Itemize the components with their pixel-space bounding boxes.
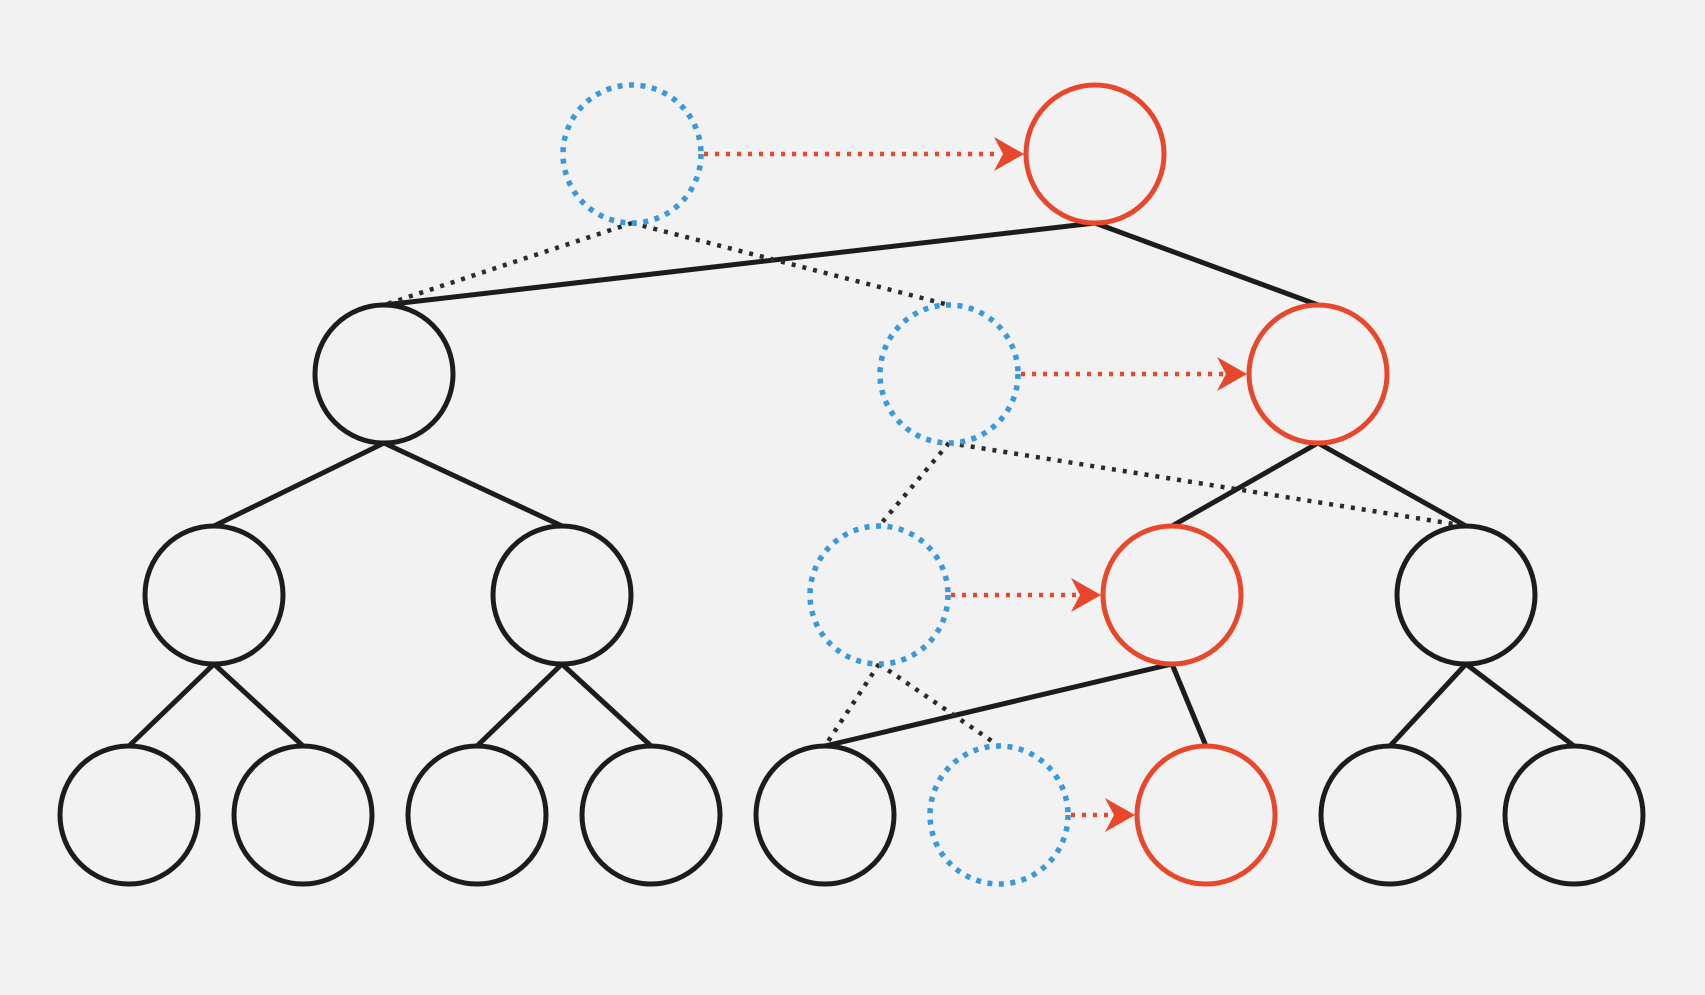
node-new-l2-c — [1100, 523, 1244, 667]
node-new-leaf-6 — [1134, 743, 1278, 887]
tree-edge-l1-left-to-l2-b — [382, 440, 564, 529]
tree-edge-new-l1-right-to-l2-d — [1316, 440, 1468, 529]
tree-edge-l2-b-to-leaf-3 — [475, 662, 564, 748]
node-leaf-1 — [57, 743, 201, 887]
tree-edge-l1-left-to-l2-a — [212, 440, 386, 529]
node-l2-a — [142, 523, 286, 667]
node-leaf-3 — [405, 743, 549, 887]
node-old-l1-right — [877, 302, 1021, 446]
tree-edge-new-root-to-new-l1-right — [1094, 220, 1319, 308]
node-l2-b — [490, 523, 634, 667]
arrow-head-icon — [1217, 357, 1247, 391]
tree-edge-l2-a-to-leaf-1 — [127, 662, 216, 748]
node-old-l2-c — [807, 523, 951, 667]
tree-edge-l2-b-to-leaf-4 — [560, 662, 653, 748]
copy-arrows-layer — [704, 137, 1247, 832]
node-leaf-7 — [1318, 743, 1462, 887]
node-l2-d — [1394, 523, 1538, 667]
arrow-head-icon — [1105, 798, 1135, 832]
tree-edge-l2-a-to-leaf-2 — [212, 662, 305, 748]
node-old-root — [560, 82, 704, 226]
arrow-head-icon — [1071, 578, 1101, 612]
node-leaf-4 — [579, 743, 723, 887]
node-l1-left — [312, 302, 456, 446]
tree-edge-new-l1-right-to-new-l2-c — [1170, 440, 1320, 529]
node-new-root — [1023, 82, 1167, 226]
node-leaf-8 — [1502, 743, 1646, 887]
nodes-layer — [57, 82, 1646, 887]
old-tree-edge-old-root-to-old-l1-right — [631, 220, 950, 308]
edges-layer — [127, 220, 1576, 749]
arrow-head-icon — [994, 137, 1024, 171]
node-old-leaf-6 — [927, 743, 1071, 887]
tree-edge-new-root-to-l1-left — [383, 220, 1096, 308]
old-tree-edge-old-l2-c-to-old-leaf-6 — [877, 662, 1001, 748]
tree-edge-l2-d-to-leaf-7 — [1388, 662, 1468, 748]
tree-edge-new-l2-c-to-new-leaf-6 — [1169, 663, 1209, 747]
tree-edge-new-l2-c-to-leaf-5 — [824, 661, 1173, 749]
old-tree-edge-old-l1-right-to-old-l2-c — [877, 441, 951, 528]
node-leaf-2 — [231, 743, 375, 887]
node-leaf-5 — [753, 743, 897, 887]
tree-edge-l2-d-to-leaf-8 — [1464, 662, 1576, 748]
node-new-l1-right — [1246, 302, 1390, 446]
